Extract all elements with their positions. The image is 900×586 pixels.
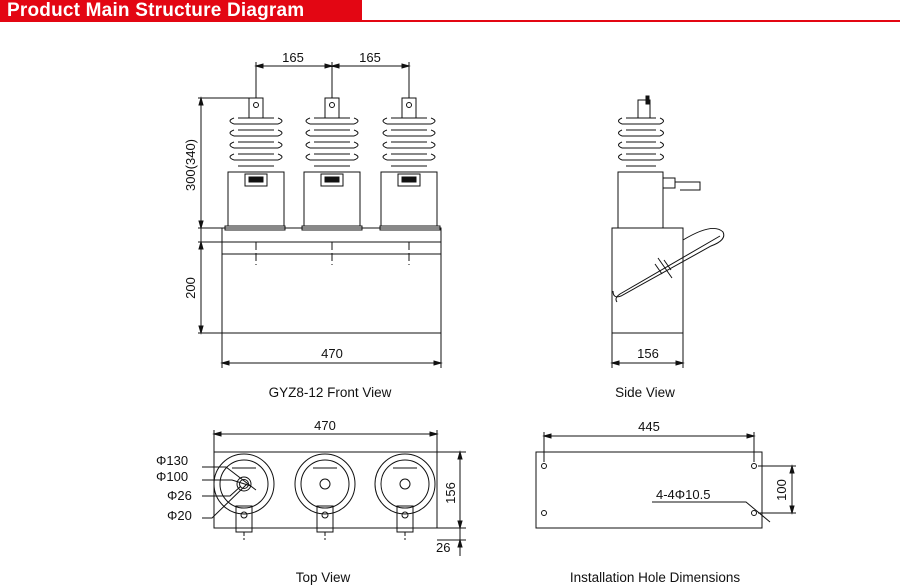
dim-hole-height: 100	[774, 479, 789, 501]
mount-hole-tr	[751, 463, 757, 469]
side-view: 156 Side View	[610, 95, 725, 400]
dim-pole-spacing-left: 165	[282, 50, 304, 65]
dim-diameter-100: Φ100	[156, 469, 188, 484]
dim-diameter-130: Φ130	[156, 453, 188, 468]
top-base-box	[213, 451, 438, 529]
dim-top-width: 470	[314, 418, 336, 433]
hole-spec-label: 4-4Φ10.5	[656, 487, 710, 502]
mount-hole-tl	[541, 463, 547, 469]
section-header: Product Main Structure Diagram	[0, 0, 900, 22]
side-view-caption: Side View	[615, 385, 675, 400]
dim-diameter-20: Φ20	[167, 508, 192, 523]
top-pole-3	[374, 453, 436, 540]
mount-hole-bl	[541, 510, 547, 516]
top-pole-1	[213, 453, 275, 540]
header-tab	[0, 0, 362, 22]
header-title: Product Main Structure Diagram	[7, 0, 305, 21]
hole-view-caption: Installation Hole Dimensions	[570, 570, 741, 585]
mount-hole-br	[751, 510, 757, 516]
hole-plate	[535, 451, 763, 529]
front-view: 165 165 300(340) 200 470 GYZ8-12 Front V…	[183, 50, 443, 400]
dim-top-offset: 26	[436, 540, 450, 555]
dim-height-lower: 200	[183, 277, 198, 299]
dim-height-upper: 300(340)	[183, 139, 198, 191]
top-view: Φ130 Φ100 Φ26 Φ20 470 156 26 Top View	[156, 418, 466, 585]
dim-diameter-26: Φ26	[167, 488, 192, 503]
top-pole-2	[294, 453, 356, 540]
dim-hole-width: 445	[638, 419, 660, 434]
dim-pole-spacing-right: 165	[359, 50, 381, 65]
dim-top-depth: 156	[443, 482, 458, 504]
dim-side-depth: 156	[637, 346, 659, 361]
dim-front-width: 470	[321, 346, 343, 361]
front-view-caption: GYZ8-12 Front View	[269, 385, 392, 400]
header-underline	[0, 20, 900, 22]
front-pole-3	[380, 70, 438, 227]
side-base-box	[611, 227, 684, 334]
hole-view: 445 100 4-4Φ10.5 Installation Hole Dimen…	[535, 419, 796, 585]
top-view-caption: Top View	[296, 570, 351, 585]
